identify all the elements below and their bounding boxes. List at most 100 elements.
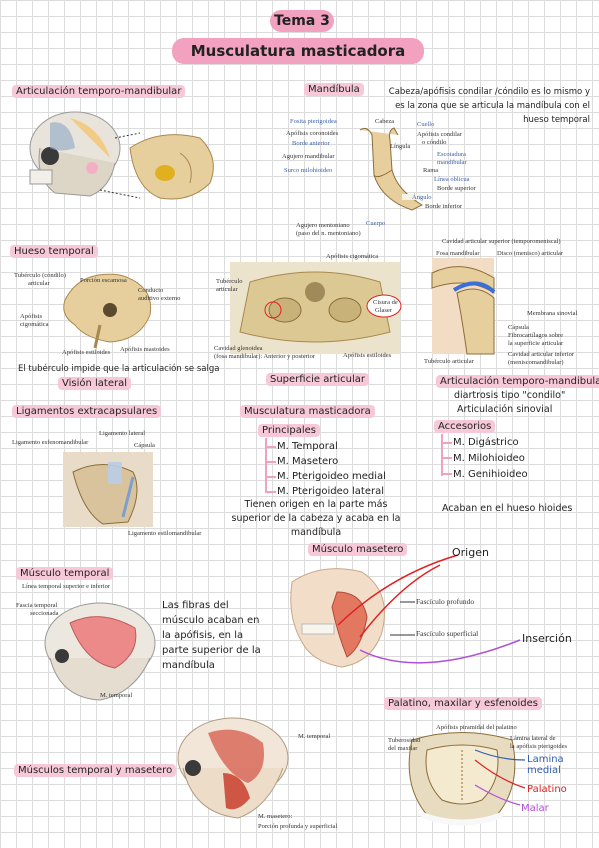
atm-tuberculo: Tubérculo articular xyxy=(424,358,474,365)
temp-auditivo: auditivo externo xyxy=(138,295,181,302)
masetero-origen: Origen xyxy=(452,546,489,559)
accesorio-3: M. Genihioideo xyxy=(453,469,528,480)
temporal-bone-illustration xyxy=(63,273,152,349)
accesorios-bracket xyxy=(441,434,452,476)
pal-palatino: Palatino xyxy=(527,784,567,795)
tm-m-temporal: M. temporal xyxy=(298,733,331,740)
atm-type1: diartrosis tipo "condilo" xyxy=(454,390,566,401)
topic-title: Tema 3 xyxy=(270,10,334,32)
palate-annotation-lines xyxy=(474,749,526,806)
page-title: Musculatura masticadora xyxy=(172,38,424,64)
temp-articular: articular xyxy=(28,280,50,287)
sup-cavidad: Cavidad glenoidea xyxy=(214,345,263,352)
atm-cav-inf: Cavidad articular inferior xyxy=(508,351,575,358)
mand-lingula: Língula xyxy=(390,143,411,150)
atm-illustration xyxy=(431,258,496,355)
lig-esfeno: Ligamento esfenomandibular xyxy=(12,439,89,446)
section-superficie: Superficie articular xyxy=(266,373,369,386)
articular-surface-illustration xyxy=(230,262,400,354)
atm-disco: Disco (menisco) articular xyxy=(497,250,564,257)
atm-type2: Articulación sinovial xyxy=(457,404,553,415)
atm-membrana: Membrana sinovial xyxy=(527,310,578,317)
mand-borde-anterior: Borde anterior xyxy=(292,140,330,147)
glaser-circle xyxy=(366,294,402,318)
origin-note: Tienen origen en la parte más superior d… xyxy=(231,499,401,538)
section-temporal-masetero: Músculos temporal y masetero xyxy=(14,764,177,777)
pal-tuberosidad: Tuberosidad xyxy=(388,737,421,744)
temporal-bone-detail xyxy=(99,132,214,200)
sup-estiloides: Apófisis estiloides xyxy=(343,352,392,359)
mand-cuello: Cuello xyxy=(417,121,435,128)
mand-mandibular: mandibular xyxy=(437,159,467,166)
masetero-superficial: Fascículo superficial xyxy=(416,629,479,638)
principal-2: M. Masetero xyxy=(277,456,339,467)
sup-tuberculo: Tubérculo xyxy=(216,278,243,285)
mand-cabeza: Cabeza xyxy=(375,118,395,125)
mand-mentoniano: Agujero mentoniano xyxy=(296,222,350,229)
sup-cigomatica: Apófisis cigomática xyxy=(326,253,379,260)
mand-escotadura: Escotadura xyxy=(437,151,466,158)
mand-cuerpo: Cuerpo xyxy=(366,220,386,227)
pal-lamina-lat: Lámina lateral de xyxy=(510,735,556,742)
mand-paso: (paso del n. mentoniano) xyxy=(296,230,361,237)
mand-coronoides: Apófisis coronoides xyxy=(286,130,339,137)
temp-estiloides: Apófisis estiloides xyxy=(62,349,111,356)
mand-rama: Rama xyxy=(423,167,439,174)
mand-angulo: Ángulo xyxy=(412,194,432,201)
masetero-insercion: Inserción xyxy=(522,632,572,645)
mand-fosita: Fosita pterigoidea xyxy=(290,118,337,125)
temp-escamosa: Porción escamosa xyxy=(80,277,127,284)
lig-estilo: Ligamento estilomandibular xyxy=(128,530,202,537)
section-temporal: Músculo temporal xyxy=(16,567,114,580)
sup-articular: articular xyxy=(216,286,238,293)
sup-cisura: Cisura de xyxy=(373,299,398,306)
ligament-illustration xyxy=(63,452,153,527)
atm-menisco: (meniscomandibular) xyxy=(508,359,564,366)
skull-illustration xyxy=(29,111,121,197)
temporal-fascia: Fascia temporal xyxy=(16,602,58,609)
pal-maxilar: del maxilar xyxy=(388,745,418,752)
atm-fosa: Fosa mandibular xyxy=(436,250,480,257)
section-atm2: Articulación temporo-mandibular xyxy=(436,375,599,388)
section-musculatura: Musculatura masticadora xyxy=(240,405,375,418)
temporal-m-temporal: M. temporal xyxy=(100,692,133,699)
mand-borde-inf: Borde inferior xyxy=(425,203,463,210)
tuberculo-note: El tubérculo impide que la articulación … xyxy=(18,364,220,374)
section-masetero: Músculo masetero xyxy=(308,543,408,556)
temporal-note: Las fibras del músculo acaban en la apóf… xyxy=(162,600,261,671)
temporal-masseter-illustration xyxy=(177,717,289,819)
principal-3: M. Pterigoideo medial xyxy=(277,471,386,482)
principal-4: M. Pterigoideo lateral xyxy=(277,486,385,497)
principal-1: M. Temporal xyxy=(277,441,338,452)
mand-borde-sup: Borde superior xyxy=(437,185,476,192)
accesorio-1: M. Digástrico xyxy=(453,437,519,448)
tm-porcion: Porción profunda y superficial xyxy=(258,823,338,830)
temporal-seccionada: seccionada xyxy=(30,610,59,617)
pal-malar: Malar xyxy=(521,803,549,814)
section-atm: Articulación temporo-mandibular xyxy=(12,85,186,98)
accesorio-2: M. Milohioideo xyxy=(453,453,525,464)
sup-fosa: (fosa mandibular): Anterior y posterior xyxy=(214,353,316,360)
atm-fibro: Fibrocartílagos sobre xyxy=(508,332,564,339)
masseter-illustration xyxy=(290,568,385,668)
mand-linea: Línea oblicua xyxy=(434,176,470,183)
masseter-annotation-lines xyxy=(337,554,521,664)
lig-capsula: Cápsula xyxy=(134,442,155,449)
mand-surco: Surco milohioideo xyxy=(284,167,333,174)
pal-lamina-medial: Lamina medial xyxy=(527,754,564,776)
section-palatino: Palatino, maxilar y esfenoides xyxy=(384,697,542,710)
lig-lateral: Ligamento lateral xyxy=(99,430,146,437)
section-mandibula: Mandíbula xyxy=(304,83,364,96)
accesorios-note: Acaban en el hueso hioides xyxy=(442,503,573,514)
pal-piramidal: Apófisis piramidal del palatino xyxy=(436,724,517,731)
temp-tuberculo: Tubérculo (cóndilo) xyxy=(14,272,66,279)
atm-superficie: la superficie articular xyxy=(508,340,564,347)
atm-cav-sup: Cavidad articular superior (temporomenis… xyxy=(442,238,561,245)
temporal-linea: Línea temporal superior e inferior xyxy=(22,583,111,590)
accesorios-label: Accesorios xyxy=(434,420,496,433)
temp-conducto: Conducto xyxy=(138,287,164,294)
atm-capsula: Cápsula xyxy=(508,324,529,331)
principales-bracket xyxy=(265,438,276,493)
mandible-illustration xyxy=(359,127,424,211)
mand-agujero: Agujero mandibular xyxy=(282,153,335,160)
